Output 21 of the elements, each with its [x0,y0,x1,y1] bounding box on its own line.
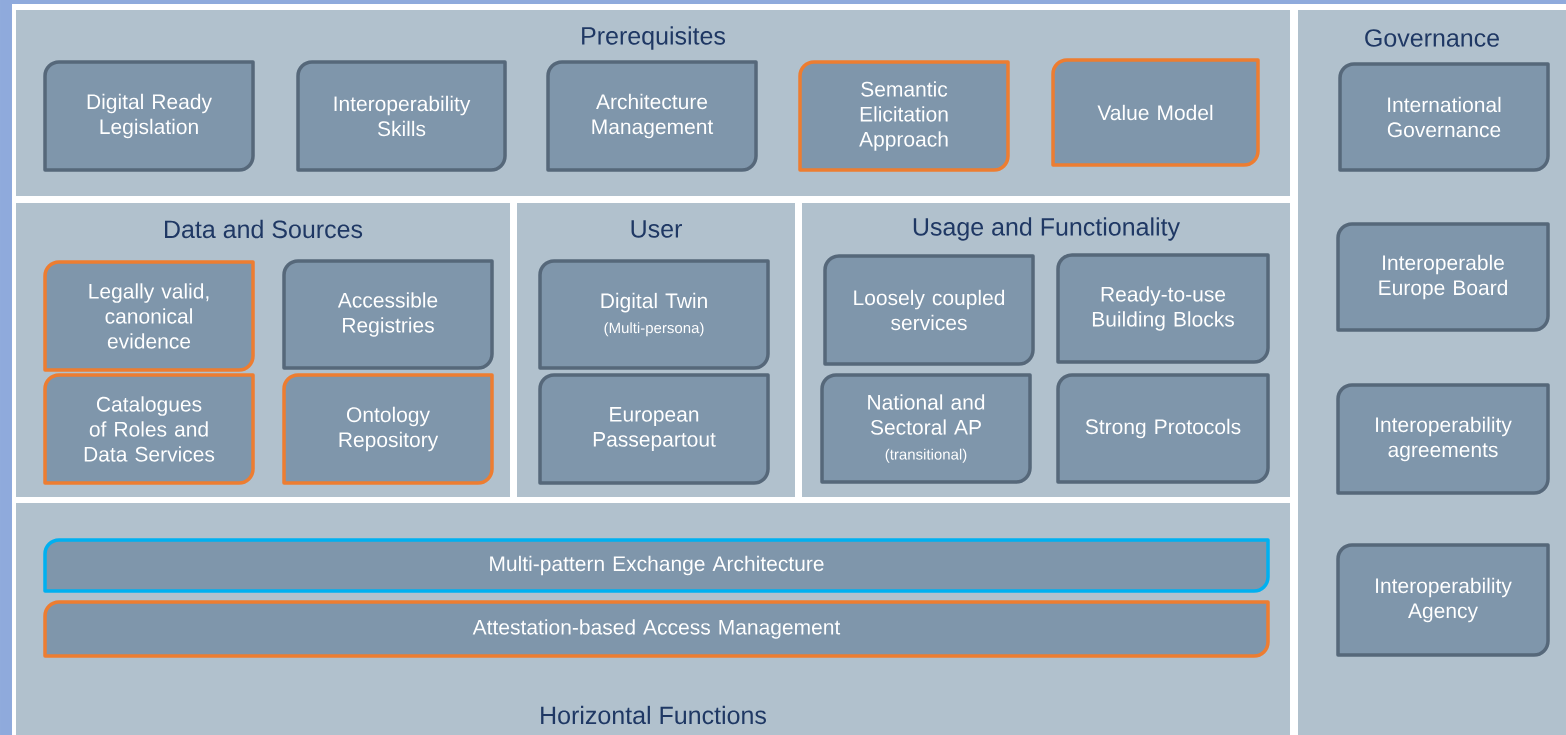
rounded-box: Loosely coupled services [823,254,1035,366]
rounded-box: National and Sectoral AP (transitional) [820,373,1032,484]
rounded-box: Catalogues of Roles and Data Services [43,373,255,485]
rounded-box: Semantic Elicitation Approach [798,60,1010,172]
rounded-box: Interoperability Skills [296,60,507,172]
rounded-box: Legally valid, canonical evidence [43,260,255,372]
rounded-box: Interoperable Europe Board [1336,222,1550,332]
rounded-box: Strong Protocols [1056,373,1270,484]
rounded-box: European Passepartout [538,373,770,485]
bar: Attestation-based Access Management [43,600,1270,658]
rounded-box: Digital Ready Legislation [43,60,255,172]
rounded-box: Interoperability Agency [1336,543,1550,657]
rounded-box: Architecture Management [546,60,758,172]
rounded-box: Ready-to-use Building Blocks [1056,253,1270,364]
rounded-box: Value Model [1051,58,1260,167]
rounded-box: Interoperability agreements [1336,383,1550,495]
rounded-box: Ontology Repository [282,373,494,485]
rounded-box: Digital Twin (Multi-persona) [538,259,770,370]
bar: Multi-pattern Exchange Architecture [43,538,1270,593]
rounded-box: International Governance [1338,62,1550,172]
rounded-box: Accessible Registries [282,259,494,370]
